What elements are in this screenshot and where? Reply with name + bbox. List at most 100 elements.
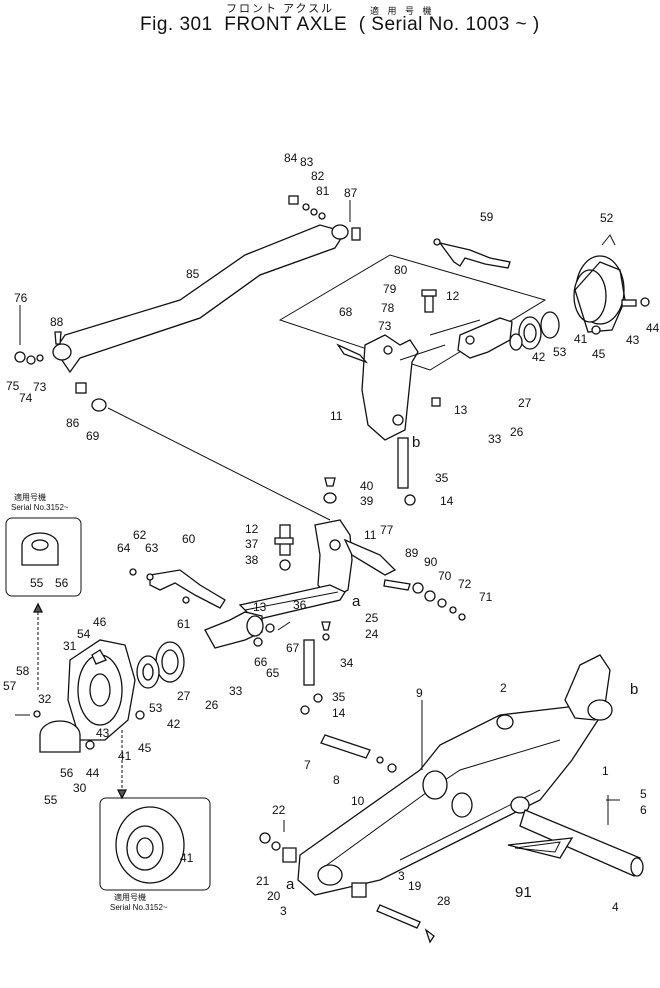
steering-arm-11-lower [314, 519, 397, 601]
cap-55-lower [15, 710, 81, 753]
callout-2: 2 [500, 681, 507, 695]
callout-55a: 55 [30, 576, 44, 590]
callout-56b: 56 [60, 766, 74, 780]
callout-81: 81 [316, 184, 330, 198]
callout-41c: 41 [180, 851, 194, 865]
callout-a-lower: a [286, 876, 295, 893]
hub-41-upper [573, 234, 650, 335]
figure-name: FRONT AXLE [224, 14, 348, 35]
callout-88: 88 [50, 315, 64, 329]
callout-73a: 73 [33, 380, 47, 394]
callout-8: 8 [333, 773, 340, 787]
callout-9: 9 [416, 686, 423, 700]
callout-83: 83 [300, 155, 314, 169]
bolts-lower [259, 795, 620, 944]
spindle-26-lower [204, 611, 291, 649]
callout-45a: 45 [592, 347, 606, 361]
callout-43b: 43 [96, 726, 110, 740]
plate-91 [507, 837, 574, 859]
callout-72: 72 [458, 577, 472, 591]
callout-10: 10 [351, 794, 365, 808]
callout-38: 38 [245, 553, 259, 567]
callout-79: 79 [383, 282, 397, 296]
callout-b-upper: b [412, 434, 420, 451]
callout-82: 82 [311, 169, 325, 183]
inset-top-left [5, 517, 82, 597]
tie-rod-59 [433, 238, 511, 269]
callout-26a: 26 [510, 425, 524, 439]
serial-range: ( Serial No. 1003 ~ ) [358, 14, 540, 35]
callout-35b: 35 [332, 690, 346, 704]
callout-85: 85 [186, 267, 200, 281]
callout-22: 22 [272, 803, 286, 817]
shaft-7 [320, 700, 423, 773]
callout-71: 71 [479, 590, 493, 604]
callout-58: 58 [16, 664, 30, 678]
callout-52: 52 [600, 211, 614, 225]
pin-35-upper [397, 437, 416, 506]
inset-bottom-note-serial: Serial No.3152~ [110, 903, 168, 912]
callout-80: 80 [394, 263, 408, 277]
callout-53b: 53 [149, 701, 163, 715]
callout-61: 61 [177, 617, 191, 631]
callout-44a: 44 [646, 321, 660, 335]
callout-a-middle: a [352, 593, 361, 610]
callout-19: 19 [408, 879, 422, 893]
inset-bottom-note-jp: 適用号機 [114, 892, 146, 902]
callout-53a: 53 [553, 345, 567, 359]
callout-14b: 14 [332, 706, 346, 720]
top-small-parts [288, 195, 351, 222]
callout-42a: 42 [532, 350, 546, 364]
callout-89: 89 [405, 546, 419, 560]
callout-25: 25 [365, 611, 379, 625]
lower-bearings [136, 641, 185, 689]
callout-labels: 84 83 82 81 87 85 76 88 75 74 73 86 69 5… [3, 151, 660, 918]
upper-bar-85 [52, 224, 361, 374]
callout-57: 57 [3, 679, 17, 693]
callout-11b: 11 [364, 528, 377, 542]
callout-59: 59 [480, 210, 494, 224]
callout-54: 54 [77, 627, 91, 641]
callout-b-lower: b [630, 681, 638, 698]
callout-31: 31 [63, 639, 77, 653]
callout-90: 90 [424, 555, 438, 569]
callout-86: 86 [66, 416, 80, 430]
callout-62: 62 [133, 528, 147, 542]
callout-13b: 13 [253, 600, 267, 614]
callout-3b: 3 [280, 904, 287, 918]
figure-title: Fig. 301 FRONT AXLE ( Serial No. 1003 ~ … [140, 14, 540, 36]
callout-78: 78 [381, 301, 395, 315]
callout-55b: 55 [44, 793, 58, 807]
callout-87: 87 [344, 186, 358, 200]
callout-73b: 73 [378, 319, 392, 333]
callout-7: 7 [304, 758, 311, 772]
callout-1: 1 [602, 764, 609, 778]
knuckle-upper [421, 289, 513, 407]
callout-30: 30 [73, 781, 87, 795]
callout-63: 63 [145, 541, 159, 555]
callout-3a: 3 [398, 869, 405, 883]
callout-6: 6 [640, 803, 647, 817]
callout-75: 75 [6, 379, 20, 393]
steering-arm-11-upper [336, 319, 481, 441]
pin-40-39 [323, 477, 337, 504]
callout-68: 68 [339, 305, 353, 319]
callout-46: 46 [93, 615, 107, 629]
callout-33b: 33 [229, 684, 243, 698]
callout-41a: 41 [574, 332, 588, 346]
pin-34 [300, 621, 331, 715]
callout-91: 91 [515, 884, 532, 901]
callout-65: 65 [266, 666, 280, 680]
callout-64: 64 [117, 541, 131, 555]
callout-60: 60 [182, 532, 196, 546]
callout-28: 28 [437, 894, 451, 908]
inset-arrows [32, 602, 128, 800]
callout-14a: 14 [440, 494, 454, 508]
axle-beam-1 [297, 654, 613, 896]
callout-44b: 44 [86, 766, 100, 780]
callout-56a: 56 [55, 576, 69, 590]
callout-33a: 33 [488, 432, 502, 446]
king-pin-12-37-38 [274, 524, 294, 571]
callout-27b: 27 [177, 689, 191, 703]
